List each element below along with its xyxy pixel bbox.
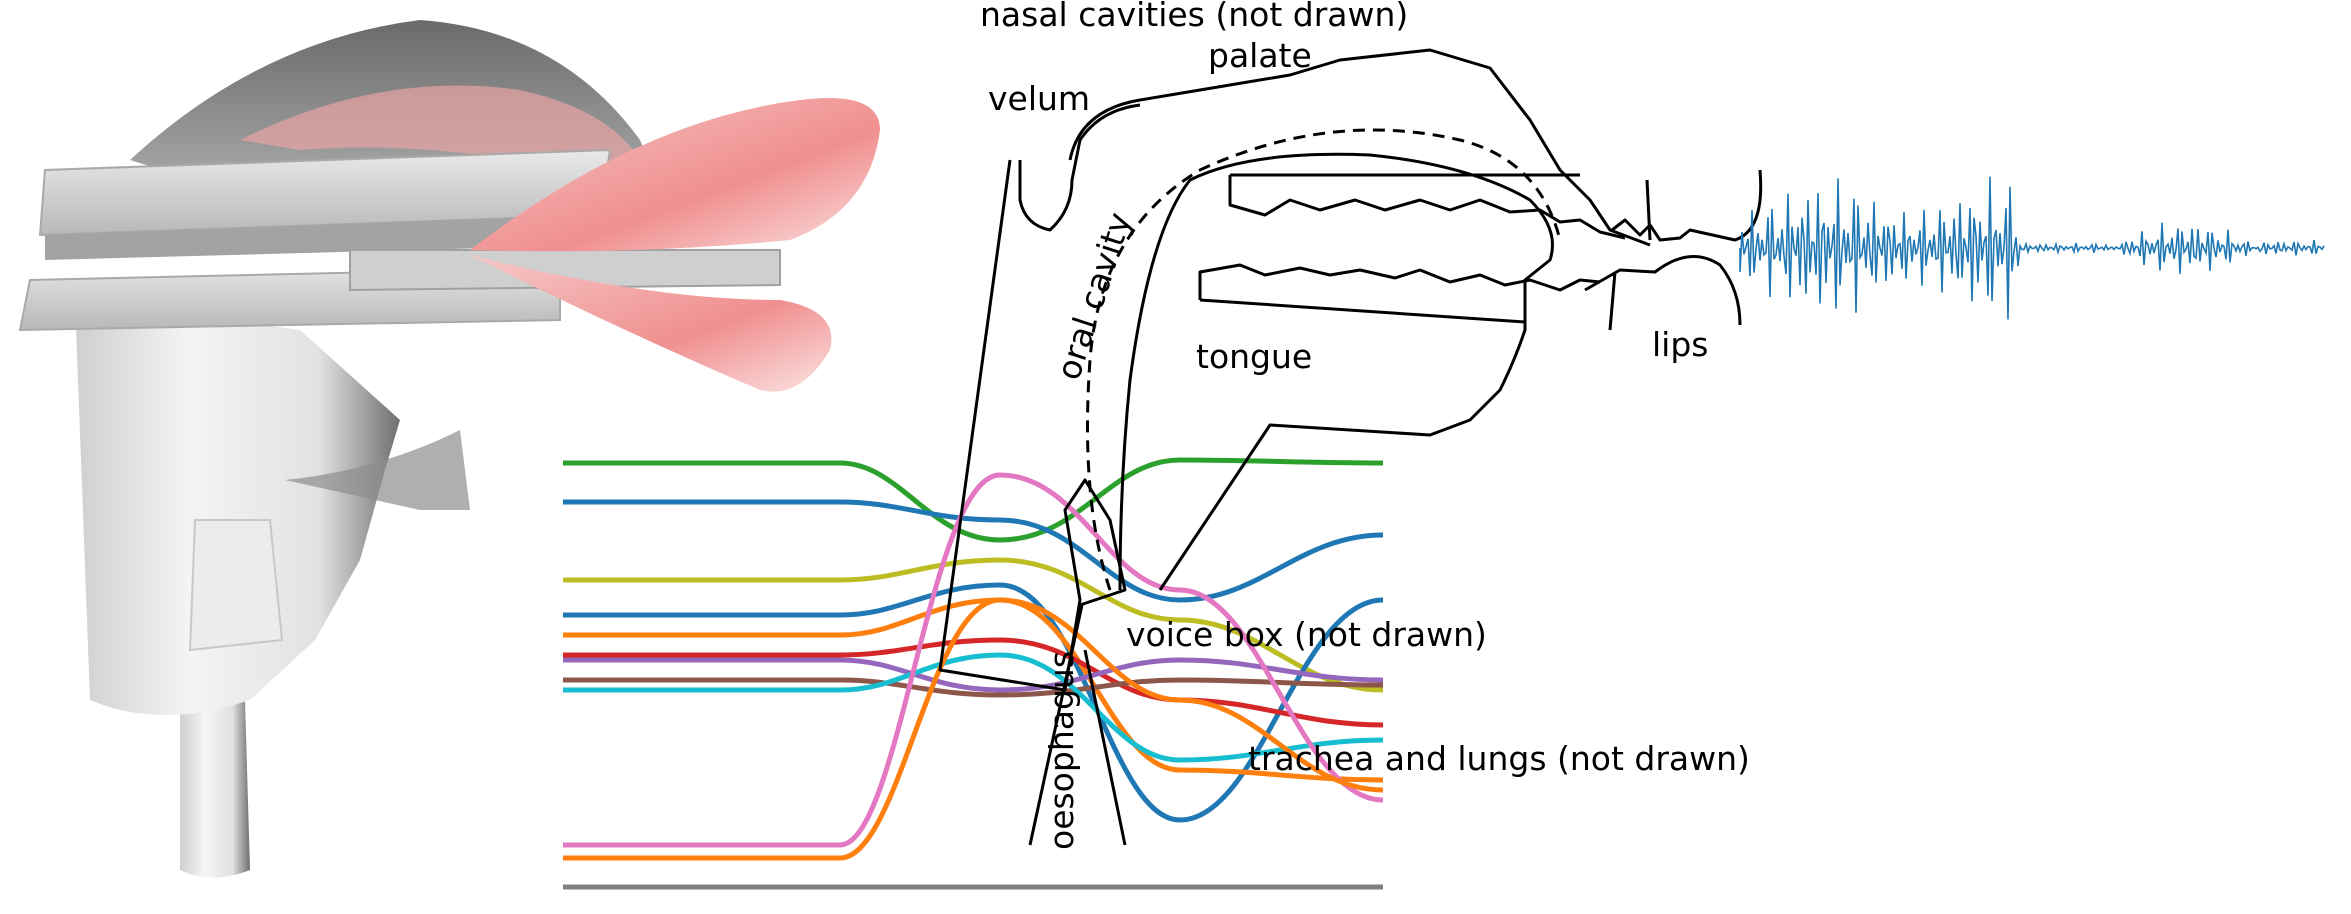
articulator-curve	[563, 582, 1384, 823]
label-tongue: tongue	[1196, 337, 1312, 376]
lower-teeth-outline	[1198, 263, 1601, 324]
speech-waveform	[1739, 176, 2325, 320]
label-oesophagus: oesophagus	[1042, 651, 1081, 850]
tongue-outline	[1118, 152, 1554, 591]
waveform-trace	[1739, 176, 2325, 320]
articulator-curve	[563, 457, 1384, 543]
vocal-tract-3d-model	[18, 20, 880, 878]
label-velum: velum	[988, 79, 1090, 118]
label-nasal-cavities: nasal cavities (not drawn)	[980, 0, 1408, 34]
philtrum-outline	[1645, 179, 1652, 241]
midsagittal-outline	[938, 48, 1763, 846]
articulator-curve	[563, 472, 1384, 848]
upper-teeth-outline	[1228, 173, 1626, 240]
pharynx-outline	[938, 159, 1127, 692]
oral-cavity-path	[1086, 128, 1562, 591]
articulator-curve	[563, 677, 1384, 698]
palate-outline	[1068, 48, 1651, 247]
lower-lip-outline	[1584, 255, 1742, 331]
articulator-trajectory-curves	[563, 457, 1384, 861]
label-palate: palate	[1208, 36, 1312, 75]
oesophagus-wall-left	[1028, 604, 1084, 846]
label-oral-cavity: oral cavity	[1049, 208, 1140, 385]
label-trachea: trachea and lungs (not drawn)	[1248, 739, 1750, 778]
velum-outline	[1018, 103, 1141, 232]
oesophagus-wall-right	[1083, 649, 1127, 846]
label-voice-box: voice box (not drawn)	[1126, 615, 1487, 654]
upper-lip-outline	[1611, 169, 1763, 242]
label-lips: lips	[1652, 325, 1708, 364]
